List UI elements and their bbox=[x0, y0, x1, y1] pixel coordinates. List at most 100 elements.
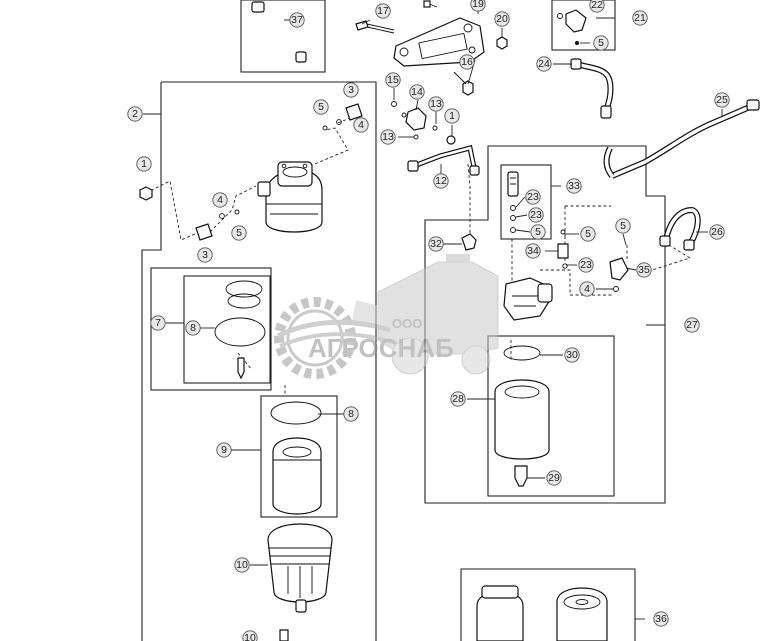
callout-label: 1 bbox=[449, 110, 455, 122]
callout-label: 5 bbox=[236, 227, 242, 239]
callout[interactable]: 23 bbox=[525, 189, 541, 205]
box-kit-8 bbox=[183, 275, 271, 384]
callout-label: 21 bbox=[634, 12, 646, 24]
callout[interactable]: 5 bbox=[231, 225, 247, 241]
callout[interactable]: 25 bbox=[714, 92, 730, 108]
callout-label: 20 bbox=[496, 13, 508, 25]
callout[interactable]: 37 bbox=[289, 12, 305, 28]
callout[interactable]: 15 bbox=[385, 72, 401, 88]
callout[interactable]: 14 bbox=[409, 84, 425, 100]
callout[interactable]: 24 bbox=[536, 56, 552, 72]
callout-label: 4 bbox=[584, 283, 590, 295]
callout[interactable]: 10 bbox=[242, 630, 258, 641]
frames bbox=[141, 0, 666, 641]
parts bbox=[139, 0, 760, 641]
callout[interactable]: 17 bbox=[375, 3, 391, 19]
callout[interactable]: 5 bbox=[530, 224, 546, 240]
callout-label: 36 bbox=[655, 613, 667, 625]
callout[interactable]: 27 bbox=[684, 317, 700, 333]
callout[interactable]: 13 bbox=[380, 129, 396, 145]
callout-label: 23 bbox=[580, 259, 592, 271]
callout[interactable]: 30 bbox=[564, 347, 580, 363]
box-part-33 bbox=[500, 164, 552, 240]
callout[interactable]: 1 bbox=[136, 156, 152, 172]
callout[interactable]: 8 bbox=[343, 406, 359, 422]
callout[interactable]: 5 bbox=[593, 35, 609, 51]
callout[interactable]: 16 bbox=[459, 54, 475, 70]
callout[interactable]: 35 bbox=[636, 262, 652, 278]
callout[interactable]: 23 bbox=[578, 257, 594, 273]
callout[interactable]: 36 bbox=[653, 611, 669, 627]
callout-label: 10 bbox=[244, 632, 256, 641]
callout-label: 5 bbox=[620, 220, 626, 232]
callouts: 37 17 19 20 22 21 5 24 25 16 15 14 13 13… bbox=[127, 0, 730, 641]
callout[interactable]: 12 bbox=[433, 173, 449, 189]
callout-label: 3 bbox=[348, 84, 354, 96]
box-kit-7 bbox=[150, 267, 272, 391]
callout-label: 4 bbox=[217, 194, 223, 206]
callout-label: 34 bbox=[527, 245, 539, 257]
callout-label: 5 bbox=[318, 101, 324, 113]
callout[interactable]: 9 bbox=[216, 442, 232, 458]
callout[interactable]: 4 bbox=[212, 192, 228, 208]
callout-label: 12 bbox=[435, 175, 447, 187]
callout-label: 2 bbox=[132, 108, 138, 120]
callout[interactable]: 5 bbox=[580, 226, 596, 242]
watermark-harvester-icon bbox=[352, 254, 499, 375]
callout[interactable]: 20 bbox=[494, 11, 510, 27]
box-filters-36 bbox=[460, 568, 636, 641]
callout-label: 9 bbox=[221, 444, 227, 456]
callout[interactable]: 4 bbox=[353, 117, 369, 133]
callout-label: 35 bbox=[638, 264, 650, 276]
callout[interactable]: 4 bbox=[579, 281, 595, 297]
callout[interactable]: 28 bbox=[450, 391, 466, 407]
callout-label: 14 bbox=[411, 86, 423, 98]
callout[interactable]: 3 bbox=[343, 82, 359, 98]
callout[interactable]: 5 bbox=[313, 99, 329, 115]
callout[interactable]: 7 bbox=[150, 315, 166, 331]
callout-label: 1 bbox=[141, 158, 147, 170]
callout-label: 22 bbox=[591, 0, 603, 11]
watermark: ООО АГРОСНАБ bbox=[274, 254, 499, 379]
callout[interactable]: 8 bbox=[185, 320, 201, 336]
callout-label: 13 bbox=[382, 131, 394, 143]
callout[interactable]: 22 bbox=[589, 0, 605, 13]
callout-label: 8 bbox=[348, 408, 354, 420]
callout-label: 13 bbox=[430, 98, 442, 110]
callout-label: 30 bbox=[566, 349, 578, 361]
callout[interactable]: 13 bbox=[428, 96, 444, 112]
callout-label: 25 bbox=[716, 94, 728, 106]
callout-label: 4 bbox=[358, 119, 364, 131]
callout-label: 28 bbox=[452, 393, 464, 405]
callout[interactable]: 5 bbox=[615, 218, 631, 234]
callout-label: 17 bbox=[377, 5, 389, 17]
callout[interactable]: 21 bbox=[632, 10, 648, 26]
callout[interactable]: 32 bbox=[428, 236, 444, 252]
watermark-prefix: ООО bbox=[392, 316, 422, 331]
callout[interactable]: 1 bbox=[444, 108, 460, 124]
callout-label: 37 bbox=[291, 14, 303, 26]
callout[interactable]: 19 bbox=[470, 0, 486, 12]
watermark-name: АГРОСНАБ bbox=[308, 333, 454, 363]
callout[interactable]: 34 bbox=[525, 243, 541, 259]
callout[interactable]: 2 bbox=[127, 106, 143, 122]
callout-label: 5 bbox=[598, 37, 604, 49]
callout-label: 27 bbox=[686, 319, 698, 331]
callout-label: 29 bbox=[548, 472, 560, 484]
callout[interactable]: 10 bbox=[234, 557, 250, 573]
callout-label: 8 bbox=[190, 322, 196, 334]
box-filter-28 bbox=[487, 335, 615, 497]
callout[interactable]: 23 bbox=[528, 207, 544, 223]
callout[interactable]: 33 bbox=[566, 178, 582, 194]
callout-label: 33 bbox=[568, 180, 580, 192]
callout[interactable]: 3 bbox=[197, 247, 213, 263]
callout-label: 23 bbox=[530, 209, 542, 221]
callout-label: 23 bbox=[527, 191, 539, 203]
callout[interactable]: 29 bbox=[546, 470, 562, 486]
callout-label: 5 bbox=[585, 228, 591, 240]
box-part-21 bbox=[551, 0, 616, 51]
callout[interactable]: 26 bbox=[709, 224, 725, 240]
callout-label: 32 bbox=[430, 238, 442, 250]
box-assembly-2 bbox=[141, 81, 377, 641]
